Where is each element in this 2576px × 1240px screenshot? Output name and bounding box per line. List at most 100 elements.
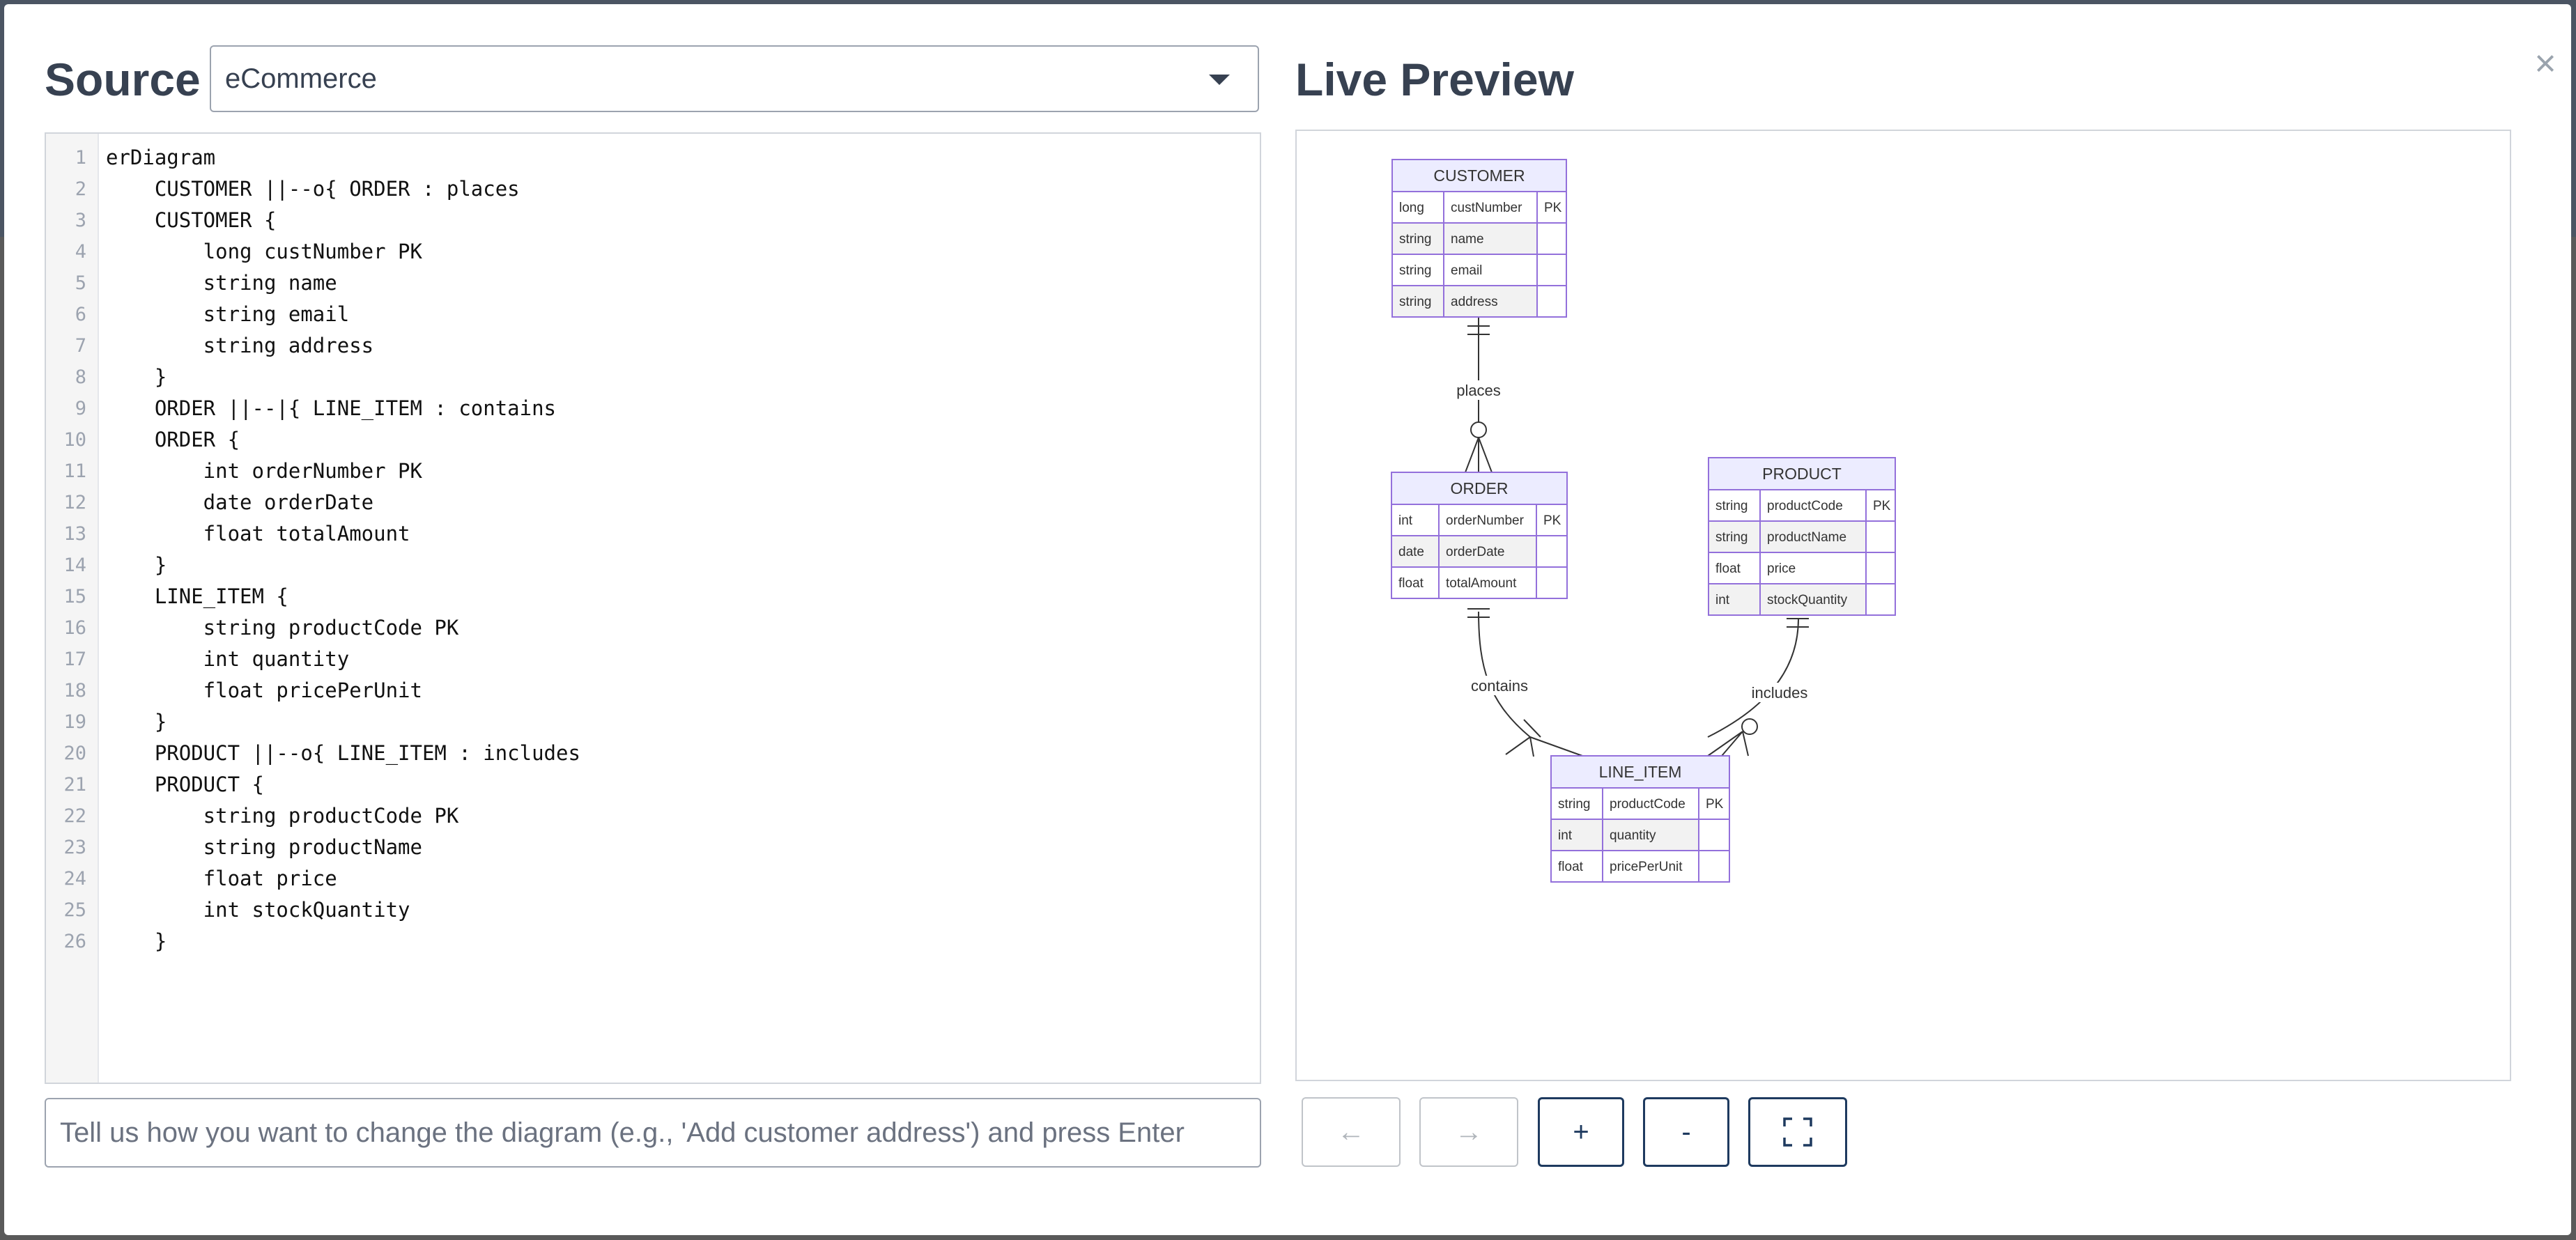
attribute-cell: float <box>1715 561 1741 576</box>
line-number: 15 <box>63 586 86 607</box>
line-number: 12 <box>63 492 86 513</box>
line-number: 18 <box>63 680 86 702</box>
attribute-cell: price <box>1767 561 1796 576</box>
code-line[interactable]: long custNumber PK <box>106 240 422 263</box>
code-line[interactable]: date orderDate <box>106 490 374 514</box>
rel-label-includes: includes <box>1752 684 1808 702</box>
line-number: 5 <box>75 272 86 294</box>
line-number: 6 <box>75 304 86 325</box>
code-line[interactable]: } <box>106 710 167 734</box>
attribute-cell: string <box>1399 295 1431 309</box>
close-icon[interactable]: × <box>2534 42 2556 84</box>
entity-name: LINE_ITEM <box>1599 763 1682 781</box>
code-line[interactable]: CUSTOMER { <box>106 208 277 232</box>
attribute-cell: productName <box>1767 530 1846 545</box>
attribute-cell: string <box>1715 530 1748 545</box>
attribute-cell: string <box>1558 797 1590 812</box>
attribute-cell: totalAmount <box>1446 576 1517 591</box>
zoom-out-button[interactable]: - <box>1643 1097 1729 1167</box>
attribute-cell: PK <box>1543 513 1561 528</box>
code-line[interactable]: string productCode PK <box>106 616 459 640</box>
code-line[interactable]: LINE_ITEM { <box>106 584 288 608</box>
code-line[interactable]: string email <box>106 302 350 326</box>
change-request-input[interactable] <box>45 1098 1261 1168</box>
code-area[interactable]: erDiagram CUSTOMER ||--o{ ORDER : places… <box>106 134 1260 1083</box>
preview-heading: Live Preview <box>1295 54 1574 105</box>
code-line[interactable]: PRODUCT ||--o{ LINE_ITEM : includes <box>106 741 580 765</box>
fit-to-screen-button[interactable] <box>1748 1097 1847 1167</box>
code-line[interactable]: PRODUCT { <box>106 773 264 796</box>
line-number: 26 <box>63 931 86 952</box>
line-number: 24 <box>63 868 86 890</box>
attribute-cell: date <box>1398 545 1424 559</box>
attribute-cell: productCode <box>1610 797 1686 812</box>
line-number: 9 <box>75 398 86 419</box>
line-number: 2 <box>75 178 86 200</box>
line-number: 23 <box>63 837 86 858</box>
code-line[interactable]: float pricePerUnit <box>106 679 422 702</box>
attribute-cell: PK <box>1873 499 1891 513</box>
line-number: 4 <box>75 241 86 263</box>
line-number: 16 <box>63 617 86 639</box>
zoom-in-button[interactable]: + <box>1538 1097 1624 1167</box>
diagram-select[interactable]: eCommerce <box>210 45 1259 112</box>
line-number: 8 <box>75 366 86 388</box>
attribute-cell: float <box>1558 860 1584 874</box>
line-number: 25 <box>63 899 86 921</box>
line-number: 11 <box>63 460 86 482</box>
line-number: 19 <box>63 711 86 733</box>
source-heading: Source <box>45 54 201 105</box>
line-number: 10 <box>63 429 86 451</box>
fullscreen-icon <box>1783 1117 1812 1147</box>
code-line[interactable]: string address <box>106 334 374 357</box>
code-line[interactable]: CUSTOMER ||--o{ ORDER : places <box>106 177 520 201</box>
line-number: 20 <box>63 743 86 764</box>
redo-button[interactable]: → <box>1419 1097 1518 1167</box>
rel-label-places: places <box>1456 382 1501 399</box>
attribute-cell: string <box>1715 499 1748 513</box>
rel-line-includes <box>1707 618 1799 738</box>
line-number: 3 <box>75 210 86 231</box>
diagram-select-value: eCommerce <box>225 63 377 94</box>
line-number: 17 <box>63 649 86 670</box>
attribute-cell: stockQuantity <box>1767 593 1848 607</box>
line-number: 14 <box>63 555 86 576</box>
code-line[interactable]: string productName <box>106 835 422 859</box>
code-line[interactable]: } <box>106 553 167 577</box>
rel-label-contains: contains <box>1471 677 1528 695</box>
line-number: 22 <box>63 805 86 827</box>
undo-button[interactable]: ← <box>1302 1097 1401 1167</box>
code-line[interactable]: string productCode PK <box>106 804 459 828</box>
attribute-cell: PK <box>1706 797 1724 812</box>
line-number: 7 <box>75 335 86 357</box>
rel-line-contains <box>1478 611 1531 738</box>
attribute-cell: string <box>1399 263 1431 278</box>
attribute-cell: productCode <box>1767 499 1843 513</box>
attribute-cell: orderDate <box>1446 545 1505 559</box>
code-line[interactable]: ORDER ||--|{ LINE_ITEM : contains <box>106 396 557 420</box>
entity-name: ORDER <box>1450 479 1508 497</box>
code-line[interactable]: int stockQuantity <box>106 898 410 922</box>
attribute-cell: orderNumber <box>1446 513 1525 528</box>
line-number: 1 <box>75 147 86 169</box>
code-line[interactable]: } <box>106 929 167 953</box>
code-line[interactable]: float price <box>106 867 337 890</box>
code-line[interactable]: } <box>106 365 167 389</box>
code-line[interactable]: float totalAmount <box>106 522 410 545</box>
attribute-cell: address <box>1451 295 1498 309</box>
code-line[interactable]: string name <box>106 271 337 295</box>
attribute-cell: int <box>1558 828 1573 843</box>
attribute-cell: string <box>1399 232 1431 247</box>
code-line[interactable]: int quantity <box>106 647 350 671</box>
code-line[interactable]: erDiagram <box>106 146 216 169</box>
code-line[interactable]: ORDER { <box>106 428 240 451</box>
code-line[interactable]: int orderNumber PK <box>106 459 422 483</box>
